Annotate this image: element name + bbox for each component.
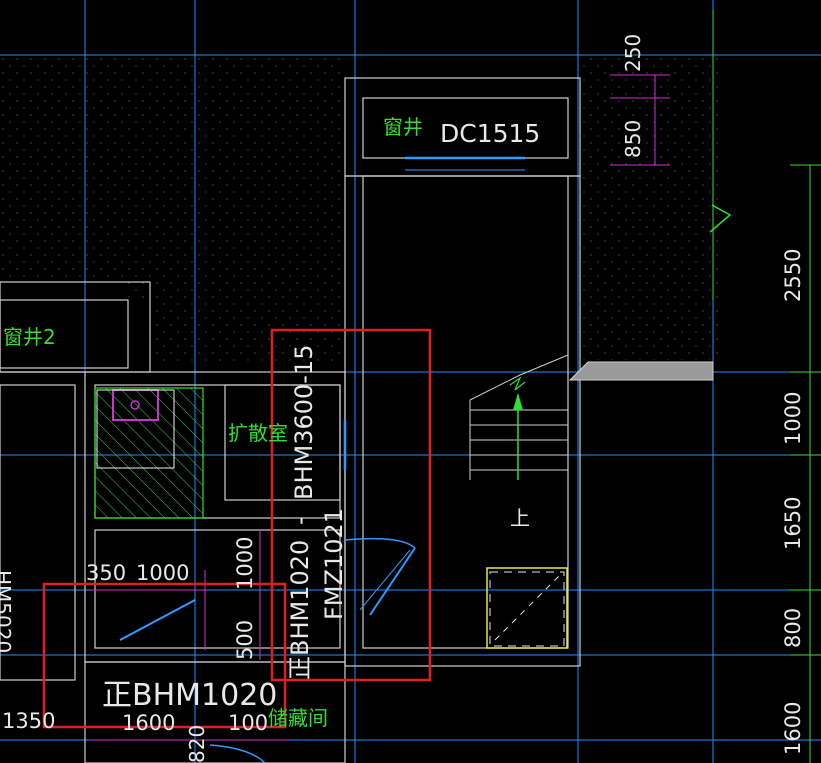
doors <box>119 420 416 763</box>
diffusion-room-label: 扩散室 <box>228 421 288 445</box>
stair-up-label: 上 <box>510 506 530 530</box>
dim-250: 250 <box>621 34 645 72</box>
dim-1000-mid: 1000 <box>233 537 257 590</box>
north-arrow-icon <box>709 204 732 233</box>
equipment-box-inner <box>489 571 565 647</box>
drain-icon <box>130 400 140 410</box>
door-bhm-bottom-label: 正BHM1020 <box>102 678 277 713</box>
dim-1000-right: 1000 <box>781 392 805 445</box>
dim-850: 850 <box>621 120 645 158</box>
door-separator-label: - <box>286 516 314 525</box>
dim-1600-right: 1600 <box>781 702 805 755</box>
dim-2550: 2550 <box>781 249 805 302</box>
window-well-2-label: 窗井2 <box>3 325 56 349</box>
dimension-lines <box>90 74 670 741</box>
window-well-label: 窗井 <box>383 115 423 139</box>
door-fmz1021-label: FMZ1021 <box>320 508 348 620</box>
window-code-label: DC1515 <box>440 119 540 148</box>
equipment-box <box>486 567 568 649</box>
dim-1000-top: 1000 <box>136 561 189 585</box>
dim-820: 820 <box>185 725 209 763</box>
highlight-box-opening <box>42 582 287 729</box>
hatched-shaft <box>94 387 204 519</box>
ramp <box>568 361 714 381</box>
door-zbhm1020-vertical-label: 正BHM1020 <box>286 540 314 680</box>
soil-fill <box>0 55 720 365</box>
left-vertical-label: HM5020 <box>0 570 15 653</box>
dim-1350: 1350 <box>2 709 55 733</box>
stair-arrow-head-icon <box>513 393 523 410</box>
stair-break-icon <box>509 376 526 391</box>
storage-room-label: 储藏间 <box>268 706 328 730</box>
fixture-frame <box>96 389 175 469</box>
dim-350: 350 <box>86 561 126 585</box>
equipment-diagonal <box>494 574 561 641</box>
dim-1650: 1650 <box>781 497 805 550</box>
dim-100: 100 <box>228 711 268 735</box>
dim-800: 800 <box>781 608 805 648</box>
highlight-box-door <box>270 328 432 682</box>
dim-1600-bottom: 1600 <box>122 711 175 735</box>
door-bhm3600-label: BHM3600-15 <box>290 345 318 501</box>
dim-500: 500 <box>233 620 257 660</box>
dimension-lines-right <box>712 10 821 763</box>
